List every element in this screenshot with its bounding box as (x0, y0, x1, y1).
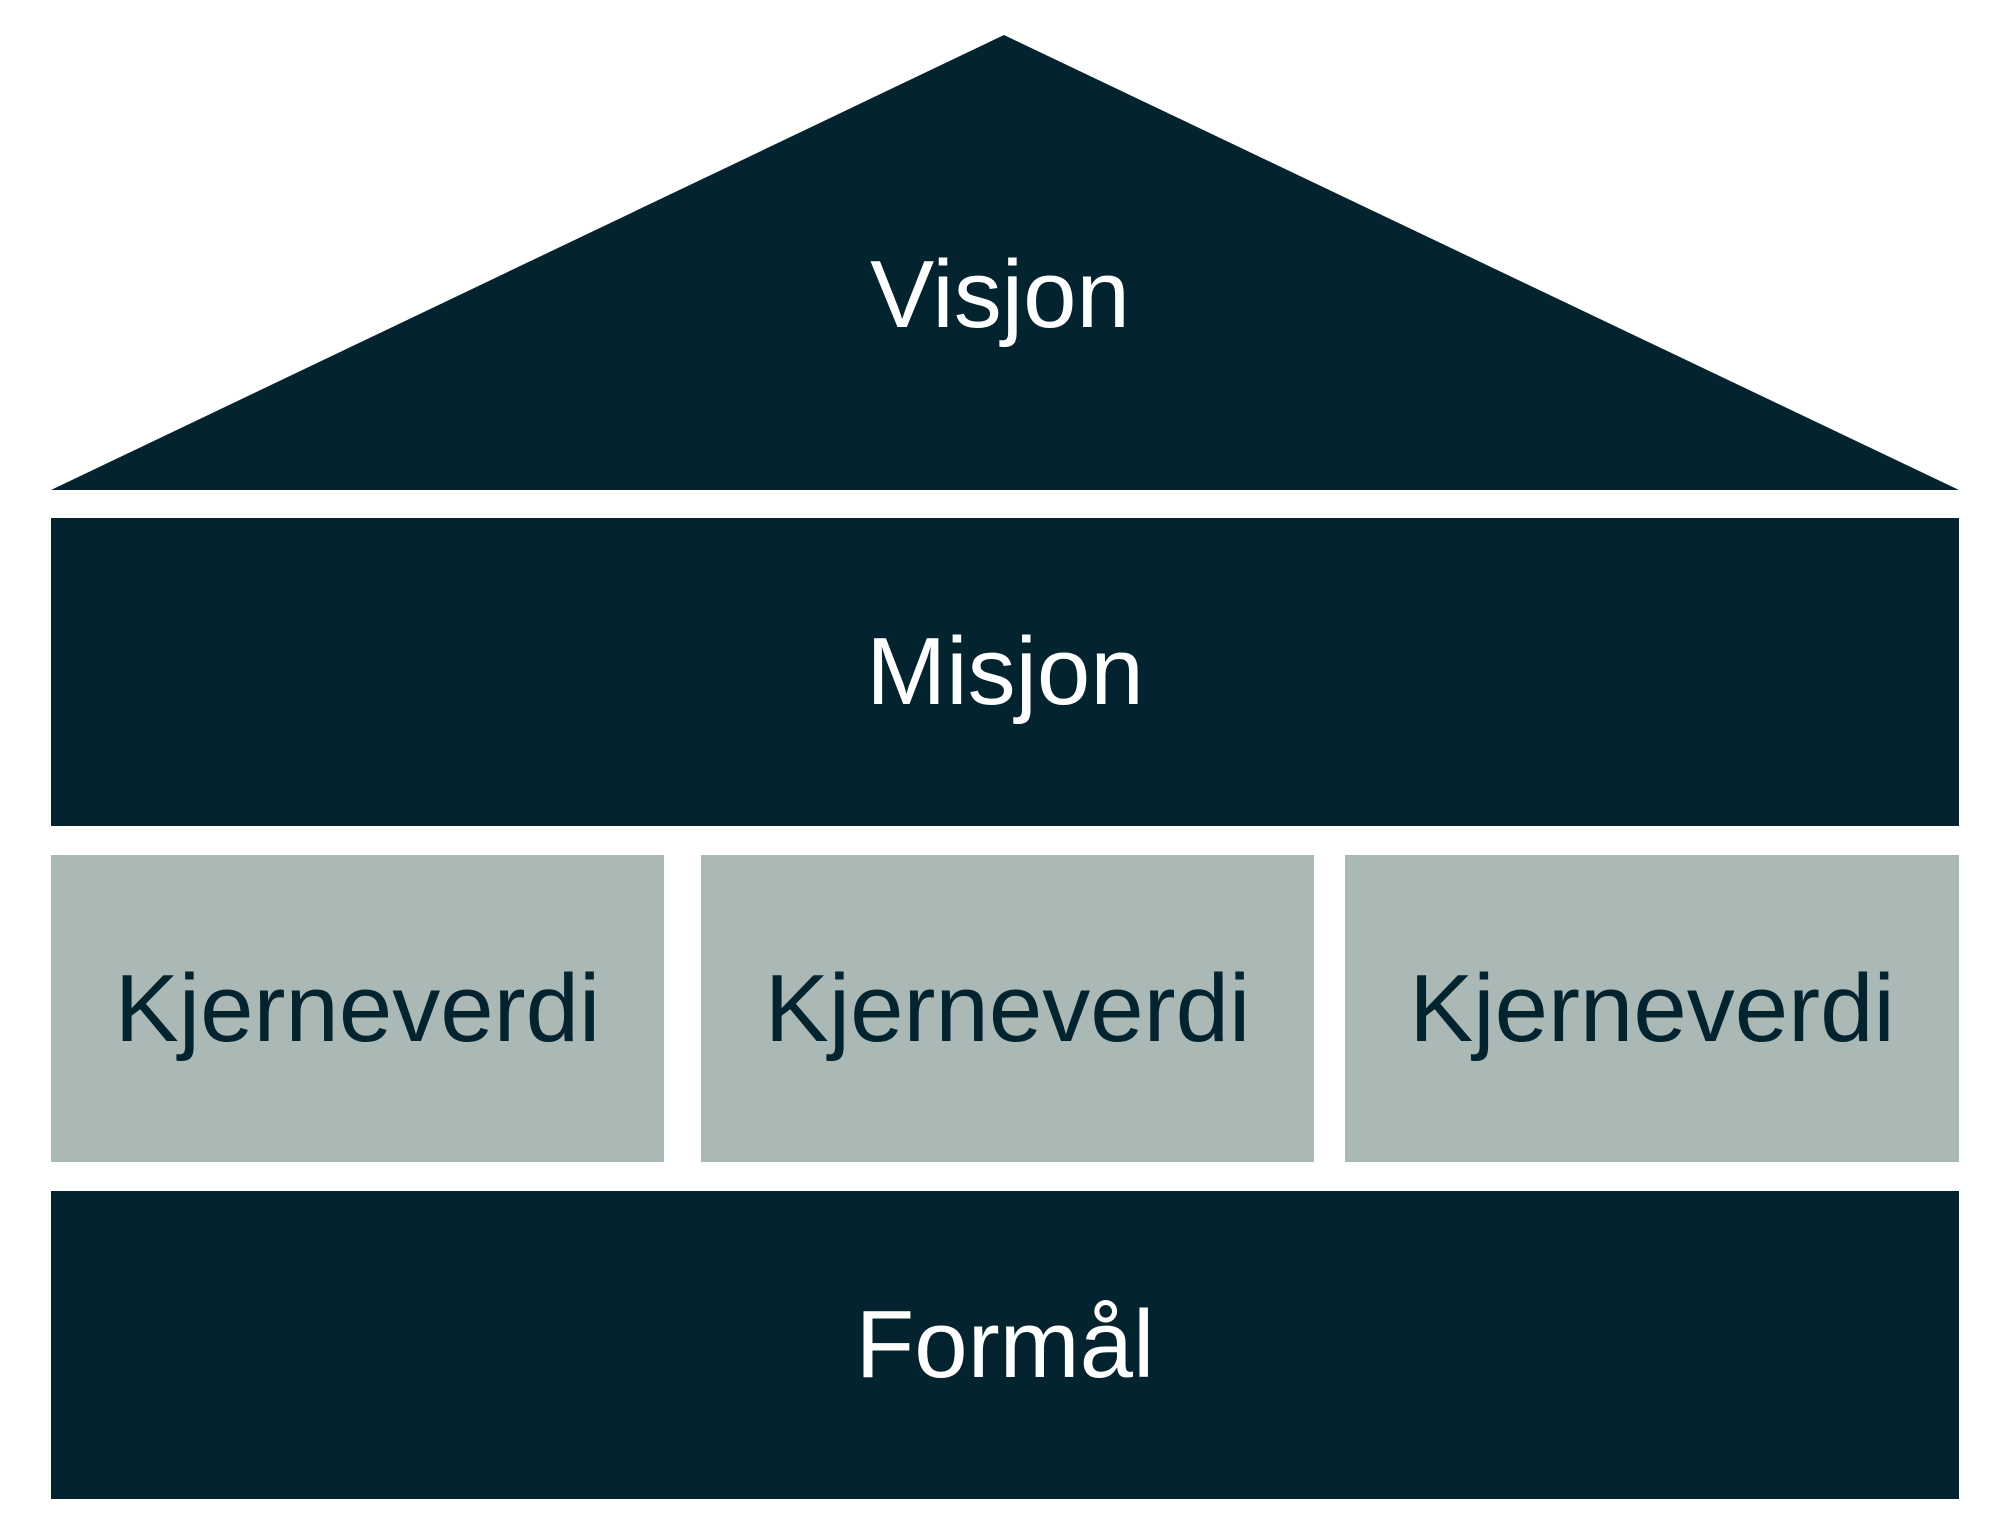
core-value-label-2: Kjerneverdi (764, 954, 1251, 1062)
core-value-block-3: Kjerneverdi (1345, 855, 1959, 1162)
vision-roof-shape (51, 35, 1959, 490)
core-value-block-2: Kjerneverdi (701, 855, 1314, 1162)
purpose-label: Formål (855, 1291, 1155, 1398)
purpose-foundation-block: Formål (51, 1191, 1959, 1499)
mission-label: Misjon (866, 618, 1144, 725)
core-value-block-1: Kjerneverdi (51, 855, 664, 1162)
mission-block: Misjon (51, 518, 1959, 826)
vision-label: Visjon (870, 241, 1130, 348)
vision-roof (51, 35, 1959, 490)
core-value-label-3: Kjerneverdi (1409, 954, 1895, 1062)
core-value-label-1: Kjerneverdi (114, 954, 601, 1062)
